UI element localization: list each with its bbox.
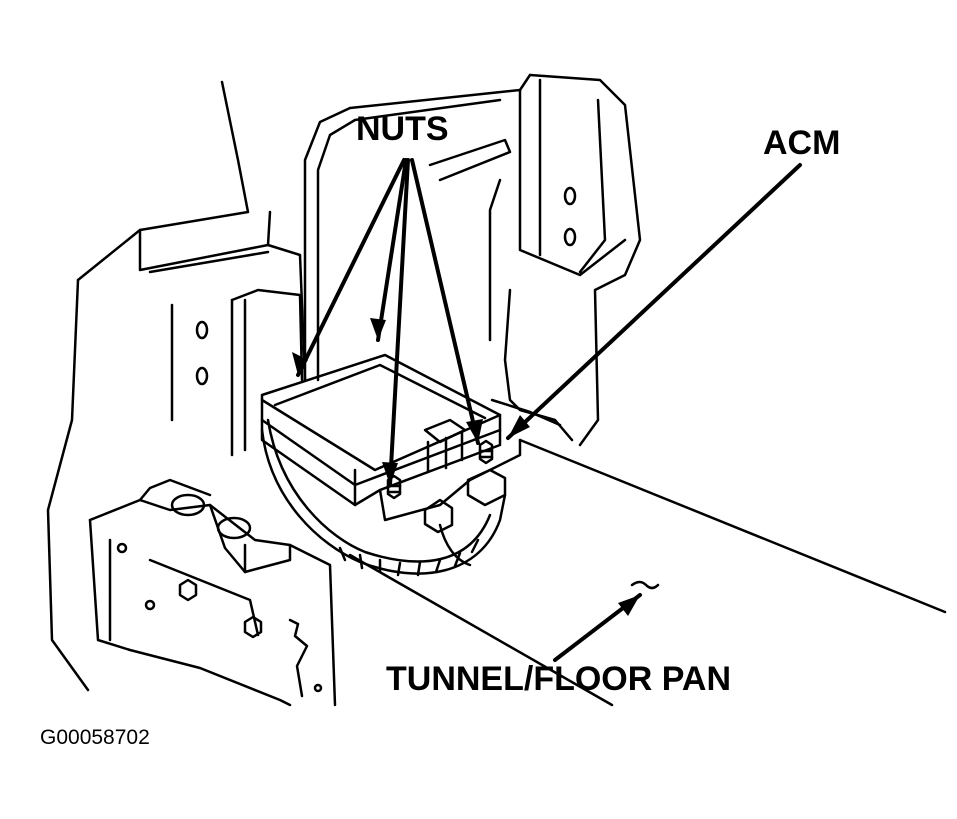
nuts-label: NUTS bbox=[356, 110, 449, 148]
center-panel bbox=[303, 73, 532, 382]
acm-arrow[interactable] bbox=[506, 163, 802, 440]
left-panel bbox=[46, 80, 307, 692]
acm-label: ACM bbox=[763, 124, 841, 162]
wiring-harness bbox=[260, 418, 507, 577]
tunnel-arrow[interactable] bbox=[553, 593, 642, 662]
nuts-arrows[interactable] bbox=[296, 158, 480, 487]
right-panel bbox=[428, 73, 642, 447]
floor-pan bbox=[348, 438, 947, 707]
figure-id: G00058702 bbox=[40, 726, 150, 749]
tunnel-floor-pan-label: TUNNEL/FLOOR PAN bbox=[386, 660, 732, 698]
nuts-arrowheads bbox=[292, 318, 483, 485]
lower-bracket bbox=[88, 478, 337, 707]
